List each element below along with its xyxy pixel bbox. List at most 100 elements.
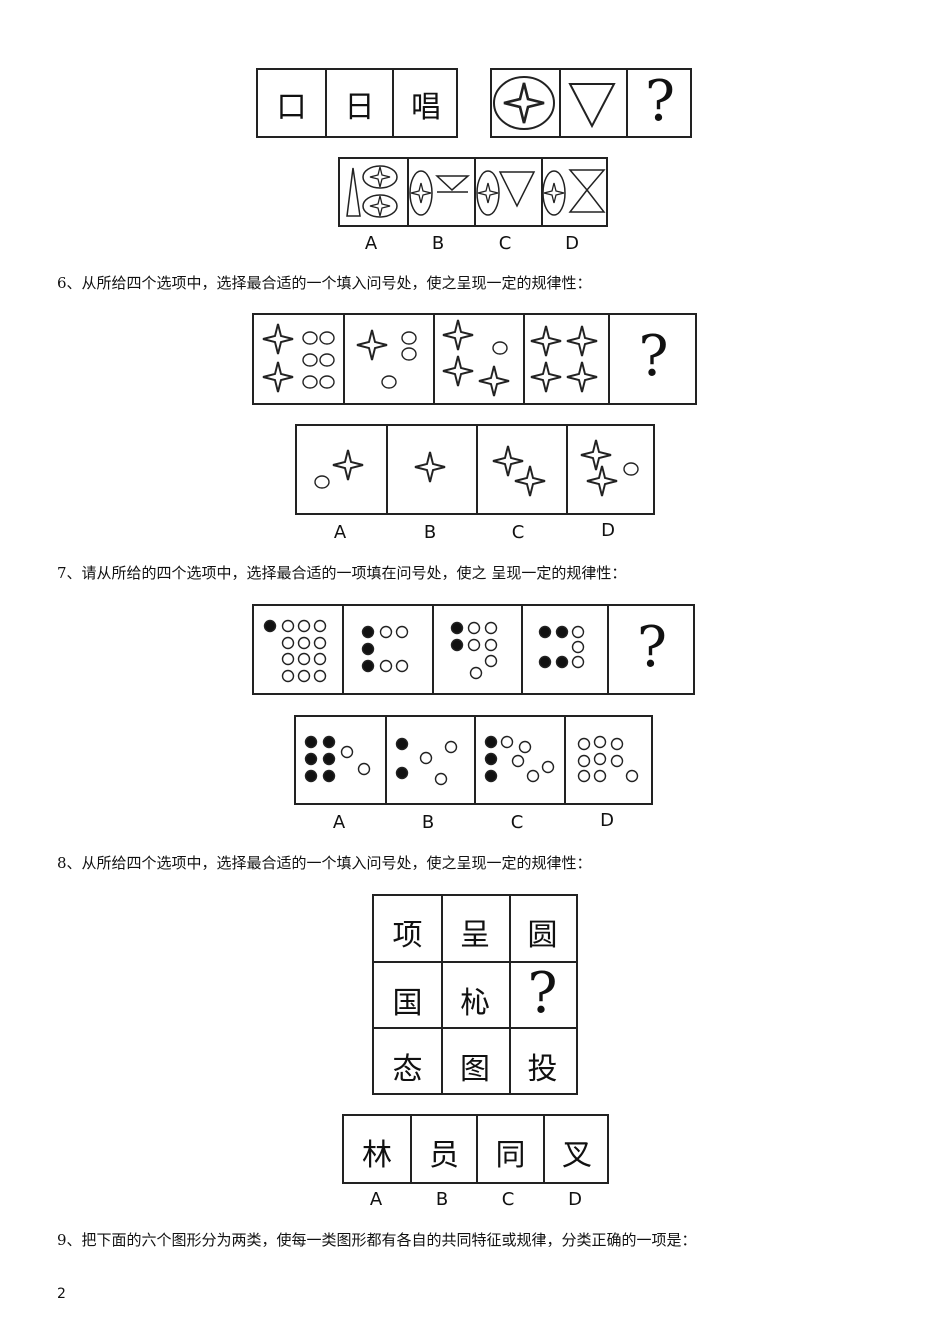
q7-stem-box: ? — [252, 604, 695, 695]
q7-dot — [361, 642, 375, 656]
q6-stem-2-figure — [355, 328, 417, 389]
q7-dot — [538, 625, 552, 639]
q6-option-a-figure — [314, 448, 365, 489]
q7-dot — [297, 652, 311, 666]
q9-question-text: 9、把下面的六个图形分为两类，使每一类图形都有各自的共同特征或规律，分类正确的一… — [57, 1231, 697, 1249]
q6-question-mark: ? — [638, 324, 669, 389]
q6-option-c[interactable] — [476, 426, 566, 513]
q7-dot — [313, 636, 327, 650]
q7-dot — [313, 669, 327, 683]
q8-option-b[interactable]: 员 — [410, 1116, 476, 1182]
q5-triangle-icon — [568, 83, 616, 129]
q6-label-a: A — [333, 522, 347, 543]
q7-dot — [484, 638, 498, 652]
q7-dot — [541, 760, 555, 774]
q5-option-c[interactable] — [474, 159, 541, 225]
q7-dot — [450, 638, 464, 652]
q7-dot — [538, 655, 552, 669]
q5-option-b[interactable] — [407, 159, 474, 225]
q8-grid-r1c1: 项 — [392, 918, 423, 953]
q7-label-a: A — [332, 812, 346, 833]
q7-dot — [379, 659, 393, 673]
q7-option-b[interactable] — [385, 717, 474, 803]
q8-label-b: B — [435, 1189, 449, 1210]
q7-dot — [322, 752, 336, 766]
q6-label-d: D — [601, 520, 615, 541]
q8-option-a[interactable]: 林 — [344, 1116, 410, 1182]
q7-dot — [484, 654, 498, 668]
q7-dot — [555, 625, 569, 639]
q7-dot — [304, 735, 318, 749]
q7-dot — [297, 619, 311, 633]
q7-dot — [610, 754, 624, 768]
q8-option-c-char: 同 — [495, 1138, 526, 1173]
q8-grid: 项 呈 圆 国 杺 ? 态 图 投 — [372, 894, 578, 1095]
q7-dot — [593, 769, 607, 783]
q6-label-b: B — [423, 522, 437, 543]
q7-question-mark: ? — [636, 615, 668, 680]
q7-dot — [571, 655, 585, 669]
q6-option-d-figure — [579, 438, 639, 498]
q8-label-a: A — [369, 1189, 383, 1210]
q7-dot — [263, 619, 277, 633]
q6-stem-3-figure — [441, 318, 511, 398]
q5-stem-char-3: 唱 — [411, 90, 441, 125]
q5-ellipse-star-icon — [493, 76, 555, 130]
q5-question-mark: ? — [644, 69, 676, 134]
q7-label-c: C — [510, 812, 524, 833]
q5-stem-left-box: 口 日 唱 — [256, 68, 458, 138]
q5-label-a: A — [364, 233, 378, 254]
q7-dot — [577, 737, 591, 751]
q7-dot — [281, 652, 295, 666]
q6-stem-1-figure — [261, 322, 335, 394]
q5-options-box — [338, 157, 608, 227]
q7-dot — [419, 751, 433, 765]
q5-option-c-figure — [476, 170, 536, 216]
q8-option-b-char: 员 — [429, 1138, 459, 1173]
q7-dot — [395, 625, 409, 639]
q8-grid-r3c1: 态 — [392, 1052, 423, 1087]
q7-dot — [313, 652, 327, 666]
q7-dot — [297, 636, 311, 650]
q7-label-b: B — [421, 812, 435, 833]
q6-stem-box: ? — [252, 313, 697, 405]
q7-dot — [518, 740, 532, 754]
q7-dot — [467, 621, 481, 635]
q8-option-c[interactable]: 同 — [476, 1116, 543, 1182]
page-number: 2 — [57, 1286, 66, 1302]
q6-option-d[interactable] — [566, 426, 655, 513]
q6-option-b[interactable] — [386, 426, 476, 513]
q7-dot — [526, 769, 540, 783]
q5-option-d-figure — [542, 169, 606, 216]
q7-dot — [297, 669, 311, 683]
q6-question-text: 6、从所给四个选项中，选择最合适的一个填入问号处，使之呈现一定的规律性： — [57, 274, 592, 292]
q7-dot — [484, 769, 498, 783]
q7-dot — [571, 625, 585, 639]
q7-dot — [500, 735, 514, 749]
q7-dot — [395, 766, 409, 780]
q8-grid-r2c1: 国 — [392, 986, 423, 1021]
q6-label-c: C — [511, 522, 525, 543]
q5-stem-right-box: ? — [490, 68, 692, 138]
q5-label-d: D — [565, 233, 579, 254]
q7-dot — [571, 640, 585, 654]
q7-dot — [281, 669, 295, 683]
q8-question-text: 8、从所给四个选项中，选择最合适的一个填入问号处，使之呈现一定的规律性： — [57, 854, 592, 872]
q7-dot — [361, 625, 375, 639]
q7-dot — [555, 655, 569, 669]
q7-question-text: 7、请从所给的四个选项中，选择最合适的一项填在问号处，使之 呈现一定的规律性： — [57, 564, 627, 582]
q7-option-c[interactable] — [474, 717, 564, 803]
q8-option-d-char: 叉 — [562, 1138, 592, 1173]
q7-dot — [467, 638, 481, 652]
q5-option-d[interactable] — [541, 159, 608, 225]
q7-option-d[interactable] — [564, 717, 653, 803]
q8-grid-r3c2: 图 — [460, 1052, 490, 1087]
q5-option-a-figure — [346, 165, 398, 218]
q8-option-d[interactable]: 叉 — [543, 1116, 609, 1182]
q7-dot — [340, 745, 354, 759]
q7-dot — [322, 769, 336, 783]
q7-label-d: D — [600, 810, 614, 831]
q7-dot — [395, 737, 409, 751]
q7-dot — [610, 737, 624, 751]
